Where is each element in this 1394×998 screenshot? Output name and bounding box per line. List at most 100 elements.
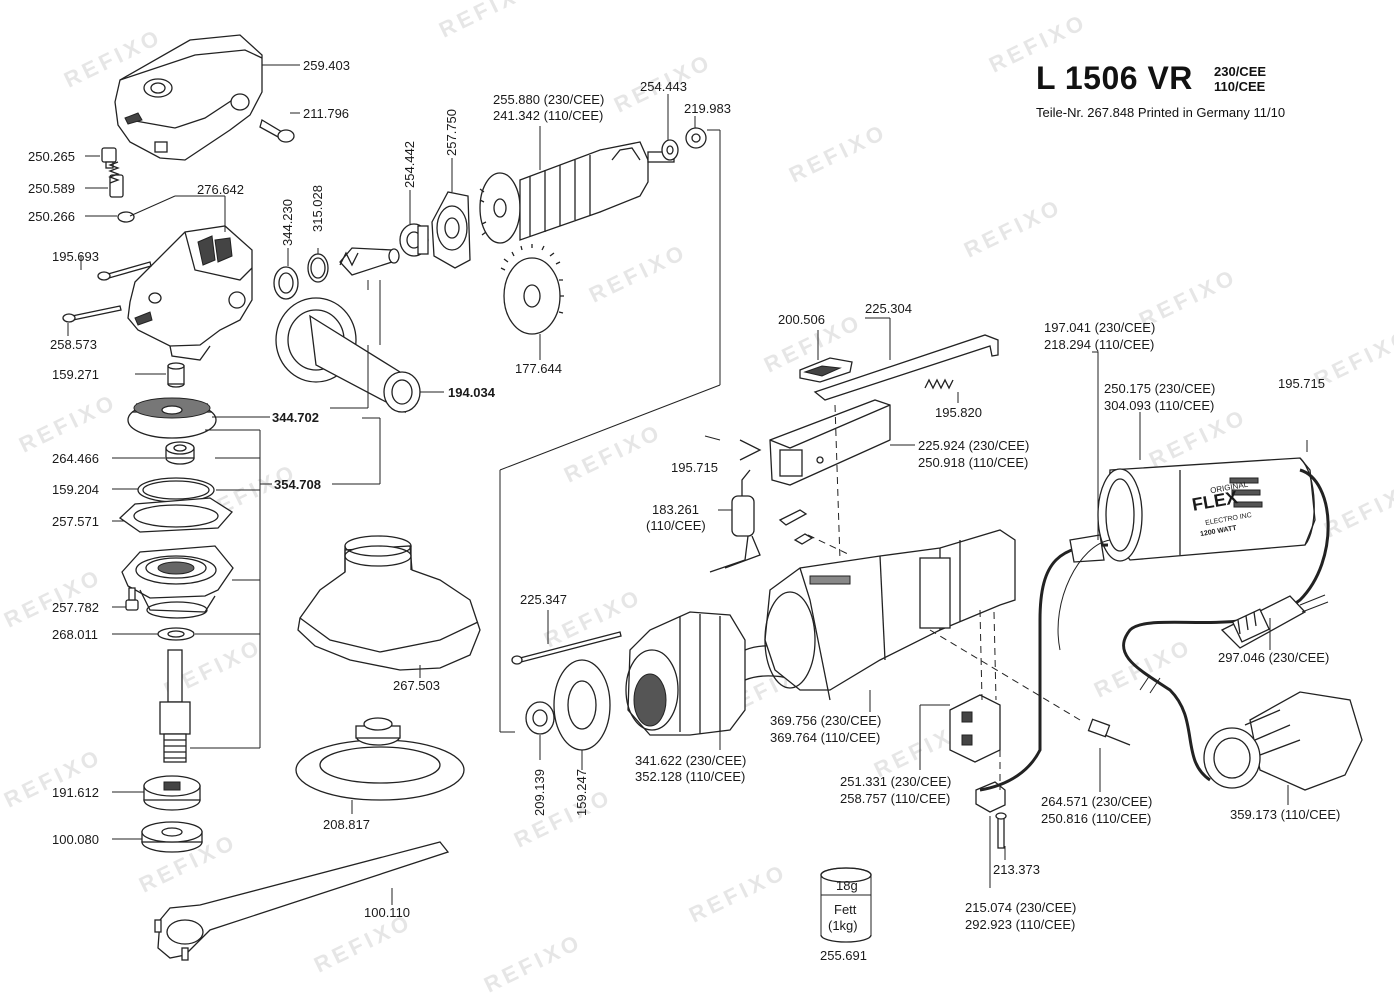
part-label: 257.571: [52, 514, 99, 529]
part-label: 250.175 (230/CEE): [1104, 381, 1216, 396]
armature-bearings: [661, 127, 707, 161]
variant-label: 230/CEE: [1214, 64, 1267, 79]
part-label: 241.342 (110/CEE): [493, 108, 604, 123]
part-label: 208.817: [323, 817, 370, 832]
part-label: 251.331 (230/CEE): [840, 774, 952, 789]
bushing-part: [167, 362, 185, 388]
flange-part: [121, 545, 234, 619]
part-label: 195.715: [671, 460, 718, 475]
clamp-nut-part: [141, 821, 203, 853]
part-label: 191.612: [52, 785, 99, 800]
part-label: 259.403: [303, 58, 350, 73]
grouping-lines-left: [67, 64, 393, 905]
part-label: 177.644: [515, 361, 562, 376]
leaders-right: [704, 435, 915, 750]
housing-screws: [62, 261, 152, 323]
part-label: 297.046 (230/CEE): [1218, 650, 1330, 665]
part-label: 215.074 (230/CEE): [965, 900, 1077, 915]
grease-amount: (1kg): [828, 918, 858, 933]
part-label: 100.110: [364, 905, 411, 920]
part-label: 250.265: [28, 149, 75, 164]
bearing-254442: [399, 223, 429, 257]
part-label: 183.261: [652, 502, 699, 517]
part-label: 255.691: [820, 948, 867, 963]
part-label: 100.080: [52, 832, 99, 847]
capacitor-183261: [709, 439, 814, 573]
assembly-dashed-lines: [807, 404, 1081, 790]
pinion-part: [339, 247, 400, 276]
part-label: 258.757 (110/CEE): [840, 791, 951, 806]
bearing-part: [165, 441, 195, 465]
part-label: 352.128 (110/CEE): [635, 769, 746, 784]
part-label: 257.782: [52, 600, 99, 615]
motor-housing-part: [764, 529, 1016, 701]
stator-screw-225347: [511, 610, 622, 665]
gear-cover-part: [114, 34, 263, 161]
gasket-part: [118, 497, 233, 533]
part-label: 264.571 (230/CEE): [1041, 794, 1153, 809]
carbon-brush-264571: [1087, 718, 1131, 792]
part-label: 255.880 (230/CEE): [493, 92, 605, 107]
bushing-209139: [525, 701, 555, 760]
part-label: 257.750: [444, 109, 459, 156]
part-label: 304.093 (110/CEE): [1104, 398, 1215, 413]
part-label: 250.589: [28, 181, 75, 196]
part-label: 250.816 (110/CEE): [1041, 811, 1152, 826]
leaders-middle: [287, 94, 721, 733]
part-label: 195.693: [52, 249, 99, 264]
small-fasteners: [101, 147, 135, 223]
part-label: 250.266: [28, 209, 75, 224]
part-label: 344.702: [272, 410, 319, 425]
ring-seals: [273, 253, 329, 300]
wheel-guard-part: [297, 535, 481, 678]
part-label: 264.466: [52, 451, 99, 466]
part-label: (110/CEE): [646, 518, 706, 533]
grease-weight: 18g: [836, 878, 858, 893]
part-label: 225.347: [520, 592, 567, 607]
part-label: 258.573: [50, 337, 97, 352]
part-label: 254.442: [402, 141, 417, 188]
part-label: 218.294 (110/CEE): [1044, 337, 1155, 352]
part-label: 254.443: [640, 79, 687, 94]
euro-plug-297046: [1220, 594, 1329, 650]
part-label: 359.173 (110/CEE): [1230, 807, 1341, 822]
side-handle-part: [275, 297, 421, 414]
document-subtitle: Teile-Nr. 267.848 Printed in Germany 11/…: [1036, 105, 1286, 120]
washer-part: [157, 627, 195, 641]
part-label: 225.304: [865, 301, 912, 316]
part-label: 267.503: [393, 678, 440, 693]
flange-screw-part: [125, 587, 139, 611]
part-label: 209.139: [532, 769, 547, 816]
switch-225924: [769, 399, 891, 486]
motor-cover-250175: [1097, 412, 1316, 562]
armature-part: [479, 141, 675, 244]
gear-housing-part: [127, 225, 253, 361]
cee-plug-359173: [1203, 691, 1363, 805]
switch-slider-225304: [799, 317, 999, 403]
grease-name: Fett: [834, 902, 857, 917]
part-label: 200.506: [778, 312, 825, 327]
part-label: 344.230: [280, 199, 295, 246]
part-label: 197.041 (230/CEE): [1044, 320, 1156, 335]
pin-wrench-part: [154, 841, 450, 961]
flange-nut-part: [143, 775, 201, 811]
part-label: 195.715: [1278, 376, 1325, 391]
cable-assembly: [979, 351, 1330, 792]
part-label: 315.028: [310, 185, 325, 232]
screw-part: [259, 119, 295, 143]
switch-251331: [919, 694, 1001, 770]
part-label: 195.820: [935, 405, 982, 420]
part-label: 369.764 (110/CEE): [770, 730, 881, 745]
gear-177644-part: [500, 244, 564, 335]
part-label: 211.796: [303, 106, 350, 121]
washer-159247: [553, 659, 611, 770]
model-variants: 230/CEE 110/CEE: [1214, 64, 1266, 94]
part-label: 341.622 (230/CEE): [635, 753, 747, 768]
variant-label: 110/CEE: [1214, 79, 1266, 94]
grinding-disc-part: [295, 717, 465, 814]
part-label: 159.204: [52, 482, 99, 497]
part-label: 159.247: [574, 769, 589, 816]
part-label: 213.373: [993, 862, 1040, 877]
